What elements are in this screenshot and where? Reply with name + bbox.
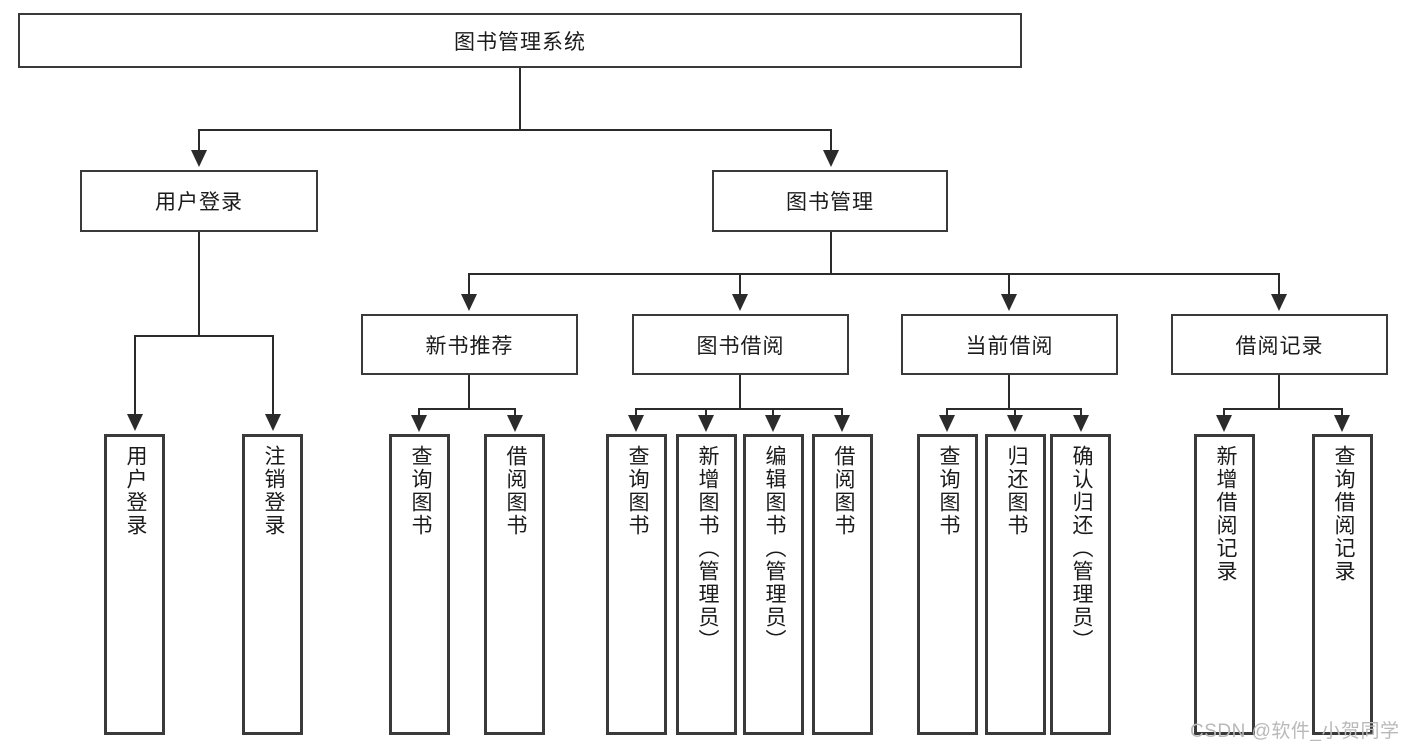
connector-book-borrow-bar	[635, 408, 843, 410]
csdn-watermark: CSDN @软件_小贺同学	[1190, 721, 1400, 742]
leaf-label: 注销登录	[261, 445, 285, 537]
connector-nb-to-leaf-1	[418, 408, 420, 416]
connector-cb-to-leaf-3	[1080, 408, 1082, 416]
connector-bb-to-leaf-2	[705, 408, 707, 416]
connector-bm-to-current-borrow	[1008, 273, 1010, 295]
leaf-node-borrow-book[interactable]: 借阅图书	[812, 434, 873, 735]
arrow-bm-to-current-borrow	[1001, 294, 1017, 311]
arrow-nb-to-leaf-1	[411, 415, 427, 432]
arrow-root-to-user-login	[191, 150, 207, 167]
connector-borrow-record-bar	[1223, 408, 1342, 410]
arrow-bb-to-leaf-4	[834, 415, 850, 432]
leaf-node-query-borrow-record[interactable]: 查询借阅记录	[1312, 434, 1373, 735]
node-book-borrowing[interactable]: 图书借阅	[632, 314, 849, 375]
connector-bm-to-book-borrow	[739, 273, 741, 295]
connector-user-login-to-leaf-2	[272, 335, 274, 415]
connector-borrow-record-stem	[1278, 375, 1280, 409]
leaf-node-confirm-return-admin[interactable]: 确认归还（管理员）	[1050, 434, 1111, 735]
connector-book-borrow-stem	[739, 375, 741, 409]
arrow-cb-to-leaf-2	[1007, 415, 1023, 432]
connector-new-books-bar	[418, 408, 516, 410]
connector-nb-to-leaf-2	[514, 408, 516, 416]
leaf-node-query-books-borrow[interactable]: 查询图书	[606, 434, 667, 735]
arrow-br-to-leaf-2	[1334, 415, 1350, 432]
arrow-bm-to-new-books	[461, 294, 477, 311]
leaf-node-query-books-current[interactable]: 查询图书	[917, 434, 978, 735]
node-label: 当前借阅	[965, 334, 1054, 358]
arrow-bm-to-book-borrow	[732, 294, 748, 311]
leaf-node-logout[interactable]: 注销登录	[242, 434, 303, 735]
connector-current-borrow-bar	[946, 408, 1081, 410]
node-new-book-recommendation[interactable]: 新书推荐	[361, 314, 578, 375]
arrow-bm-to-borrow-record	[1271, 294, 1287, 311]
leaf-label: 新增图书（管理员）	[695, 445, 719, 652]
node-label: 用户登录	[155, 191, 243, 214]
connector-root-to-book-management	[830, 129, 832, 151]
leaf-label: 查询图书	[936, 445, 960, 537]
leaf-node-borrow-books-new[interactable]: 借阅图书	[484, 434, 545, 735]
connector-cb-to-leaf-2	[1014, 408, 1016, 416]
leaf-label: 查询借阅记录	[1331, 445, 1355, 583]
connector-root-to-user-login	[198, 129, 200, 151]
connector-user-login-bar	[134, 335, 273, 337]
connector-current-borrow-stem	[1008, 375, 1010, 409]
node-user-login[interactable]: 用户登录	[80, 170, 318, 232]
leaf-node-query-books-new[interactable]: 查询图书	[389, 434, 450, 735]
node-book-management[interactable]: 图书管理	[712, 170, 948, 232]
connector-bb-to-leaf-4	[841, 408, 843, 416]
connector-bm-to-borrow-record	[1278, 273, 1280, 295]
leaf-node-edit-book-admin[interactable]: 编辑图书（管理员）	[743, 434, 804, 735]
connector-root-stem	[519, 68, 521, 130]
arrow-bb-to-leaf-3	[765, 415, 781, 432]
connector-new-books-stem	[468, 375, 470, 409]
connector-br-to-leaf-1	[1223, 408, 1225, 416]
node-label: 图书管理	[786, 191, 874, 214]
leaf-label: 确认归还（管理员）	[1069, 445, 1093, 652]
leaf-label: 查询图书	[408, 445, 432, 537]
connector-root-bar	[198, 129, 831, 131]
node-borrowing-records[interactable]: 借阅记录	[1171, 314, 1388, 375]
arrow-bb-to-leaf-2	[698, 415, 714, 432]
arrow-user-login-to-leaf-1	[127, 414, 143, 431]
leaf-label: 查询图书	[625, 445, 649, 537]
leaf-node-return-book[interactable]: 归还图书	[985, 434, 1046, 735]
connector-book-management-stem	[830, 232, 832, 274]
node-current-borrowing[interactable]: 当前借阅	[901, 314, 1118, 375]
leaf-label: 编辑图书（管理员）	[762, 445, 786, 652]
connector-book-management-bar	[468, 273, 1280, 275]
connector-cb-to-leaf-1	[946, 408, 948, 416]
connector-bb-to-leaf-3	[772, 408, 774, 416]
leaf-label: 借阅图书	[503, 445, 527, 537]
node-book-management-system[interactable]: 图书管理系统	[18, 13, 1022, 68]
arrow-nb-to-leaf-2	[507, 415, 523, 432]
arrow-cb-to-leaf-1	[939, 415, 955, 432]
node-label: 新书推荐	[425, 334, 514, 358]
node-label: 图书借阅	[696, 334, 785, 358]
connector-br-to-leaf-2	[1341, 408, 1343, 416]
connector-bm-to-new-books	[468, 273, 470, 295]
arrow-cb-to-leaf-3	[1073, 415, 1089, 432]
arrow-user-login-to-leaf-2	[265, 414, 281, 431]
connector-user-login-to-leaf-1	[134, 335, 136, 415]
node-label: 图书管理系统	[454, 30, 586, 54]
connector-bb-to-leaf-1	[635, 408, 637, 416]
leaf-node-add-book-admin[interactable]: 新增图书（管理员）	[676, 434, 737, 735]
arrow-bb-to-leaf-1	[628, 415, 644, 432]
arrow-root-to-book-management	[823, 150, 839, 167]
leaf-label: 借阅图书	[831, 445, 855, 537]
connector-user-login-stem	[198, 232, 200, 336]
leaf-label: 新增借阅记录	[1213, 445, 1237, 583]
leaf-node-add-borrow-record[interactable]: 新增借阅记录	[1194, 434, 1255, 735]
node-label: 借阅记录	[1235, 334, 1324, 358]
arrow-br-to-leaf-1	[1216, 415, 1232, 432]
leaf-label: 归还图书	[1004, 445, 1028, 537]
leaf-node-user-login[interactable]: 用户登录	[104, 434, 165, 735]
leaf-label: 用户登录	[123, 445, 147, 537]
